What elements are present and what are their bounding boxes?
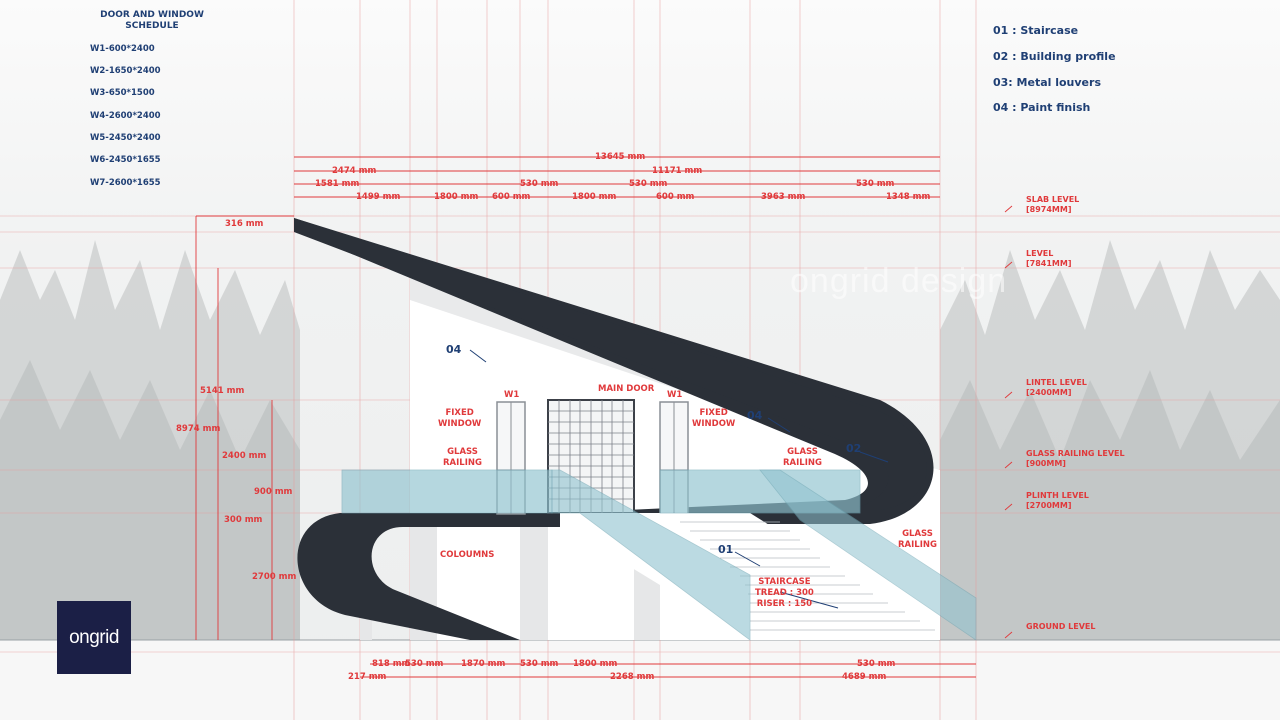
schedule-item: W7-2600*1655 bbox=[90, 178, 161, 188]
lower-slab-profile bbox=[297, 513, 560, 640]
level-label: GLASS RAILING LEVEL[900MM] bbox=[1026, 449, 1125, 468]
dim-label: 600 mm bbox=[492, 192, 531, 202]
dim-label: 13645 mm bbox=[595, 152, 646, 162]
dim-label: 5141 mm bbox=[200, 386, 245, 396]
dim-label: 1800 mm bbox=[434, 192, 479, 202]
level-label: PLINTH LEVEL[2700MM] bbox=[1026, 491, 1089, 510]
schedule-item: W2-1650*2400 bbox=[90, 66, 161, 76]
dim-label: 8974 mm bbox=[176, 424, 221, 434]
schedule-item: W1-600*2400 bbox=[90, 44, 155, 54]
schedule-item: W4-2600*2400 bbox=[90, 111, 161, 121]
main-door bbox=[547, 399, 635, 514]
watermark: ongrid design bbox=[790, 262, 1008, 300]
schedule-item: W5-2450*2400 bbox=[90, 133, 161, 143]
column bbox=[520, 520, 548, 640]
level-label: GROUND LEVEL bbox=[1026, 622, 1096, 631]
dim-label: 1800 mm bbox=[572, 192, 617, 202]
dim-label: 2400 mm bbox=[222, 451, 267, 461]
schedule-item: W6-2450*1655 bbox=[90, 155, 161, 165]
tag-arrows bbox=[469, 349, 889, 609]
w1-label: W1 bbox=[667, 390, 683, 400]
tag-04: 04 bbox=[446, 343, 462, 356]
glass-railings bbox=[341, 469, 977, 641]
level-label: LEVEL[7841MM] bbox=[1026, 249, 1072, 268]
dim-label: 1870 mm bbox=[461, 659, 506, 669]
dim-label: 530 mm bbox=[520, 179, 559, 189]
dim-label: 530 mm bbox=[857, 659, 896, 669]
dim-label: 2474 mm bbox=[332, 166, 377, 176]
schedule-title-line: SCHEDULE bbox=[125, 21, 179, 31]
dim-label: 530 mm bbox=[405, 659, 444, 669]
ongrid-logo: ongrid bbox=[57, 601, 131, 674]
dim-label: 818 mm bbox=[372, 659, 411, 669]
w1-label: W1 bbox=[504, 390, 520, 400]
columns-label: COLOUMNS bbox=[440, 550, 495, 560]
tag-02: 02 bbox=[846, 442, 862, 455]
legend-item: 03: Metal louvers bbox=[993, 76, 1101, 89]
dim-label: 530 mm bbox=[629, 179, 668, 189]
dim-label: 2700 mm bbox=[252, 572, 297, 582]
dim-label: 1499 mm bbox=[356, 192, 401, 202]
dim-label: 300 mm bbox=[224, 515, 263, 525]
tag-01: 01 bbox=[718, 543, 734, 556]
dim-label: 530 mm bbox=[520, 659, 559, 669]
roof-curve bbox=[294, 218, 927, 510]
dim-label: 4689 mm bbox=[842, 672, 887, 682]
ground-band bbox=[0, 640, 1280, 720]
dimension-lines bbox=[195, 156, 1013, 678]
level-label: SLAB LEVEL[8974MM] bbox=[1026, 195, 1080, 214]
dim-label: 11171 mm bbox=[652, 166, 703, 176]
schedule-item: W3-650*1500 bbox=[90, 88, 155, 98]
dim-label: 217 mm bbox=[348, 672, 387, 682]
level-label: LINTEL LEVEL[2400MM] bbox=[1026, 378, 1087, 397]
dim-label: 530 mm bbox=[856, 179, 895, 189]
dim-label: 2268 mm bbox=[610, 672, 655, 682]
dim-label: 600 mm bbox=[656, 192, 695, 202]
schedule-title-line: DOOR AND WINDOW bbox=[100, 10, 204, 20]
legend-item: 04 : Paint finish bbox=[993, 101, 1091, 114]
dim-label: 316 mm bbox=[225, 219, 264, 229]
legend-item: 02 : Building profile bbox=[993, 50, 1116, 63]
roof-profile bbox=[294, 218, 934, 524]
main-door-label: MAIN DOOR bbox=[598, 384, 655, 394]
dim-label: 1348 mm bbox=[886, 192, 931, 202]
schedule-title: DOOR AND WINDOW SCHEDULE bbox=[76, 10, 228, 32]
dim-label: 3963 mm bbox=[761, 192, 806, 202]
dim-label: 1800 mm bbox=[573, 659, 618, 669]
dim-label: 1581 mm bbox=[315, 179, 360, 189]
tree-silhouettes-dark bbox=[0, 360, 1280, 640]
legend-item: 01 : Staircase bbox=[993, 24, 1079, 37]
dim-label: 900 mm bbox=[254, 487, 293, 497]
tag-04: 04 bbox=[747, 409, 763, 422]
